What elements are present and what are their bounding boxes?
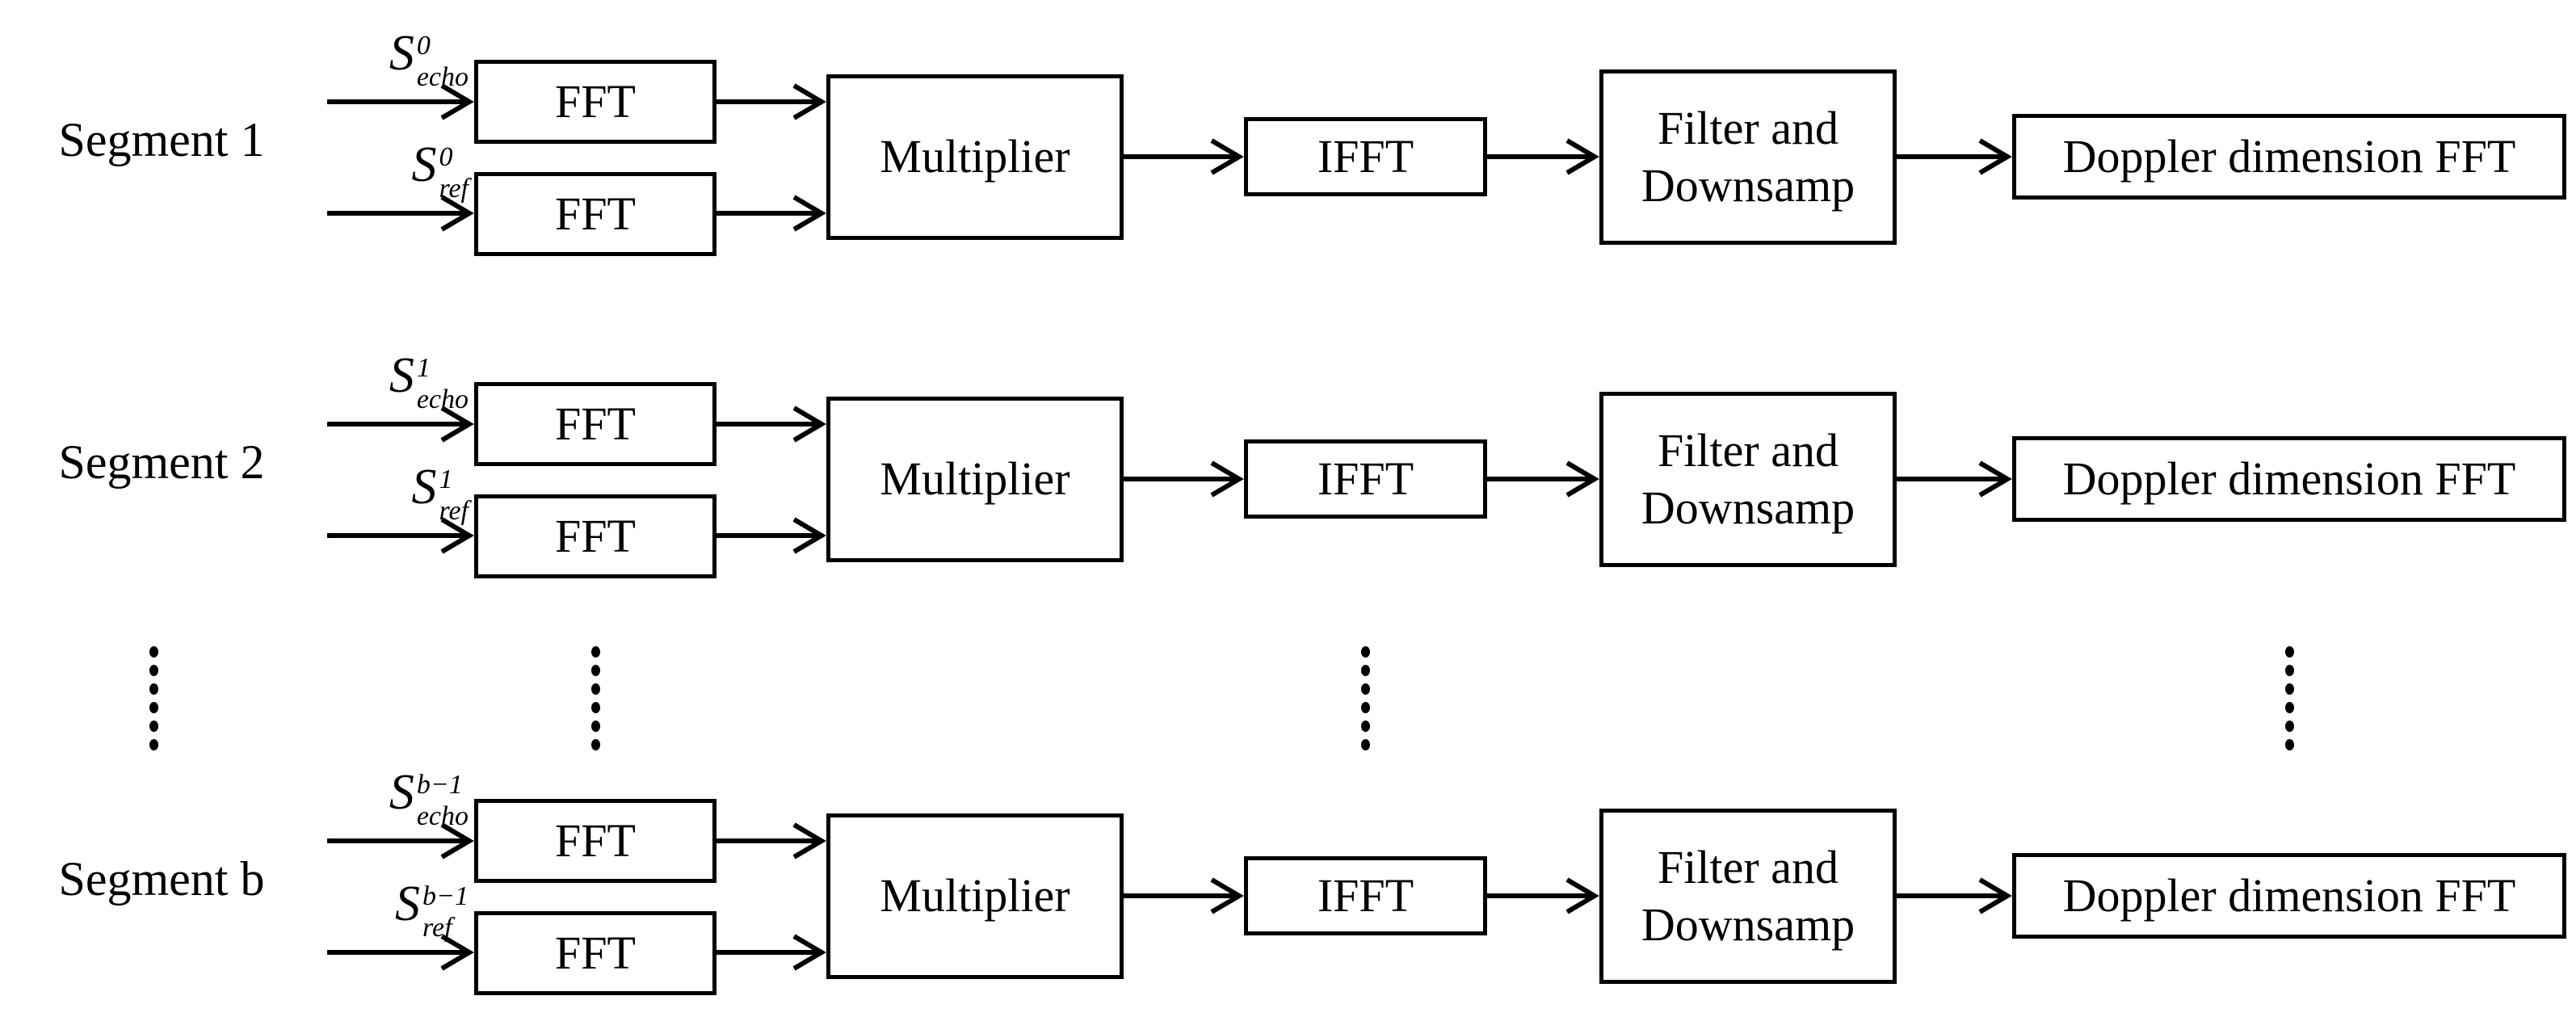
signal-superscript: 1 xyxy=(439,464,453,494)
signal-base: S xyxy=(411,137,437,192)
vertical-ellipsis-segment xyxy=(149,646,158,750)
ifft-box: IFFT xyxy=(1244,856,1487,935)
signal-scripts: b−1 ref xyxy=(422,883,469,942)
signal-subscript: ref xyxy=(439,496,469,526)
ifft-box: IFFT xyxy=(1244,439,1487,519)
segment-row-1: Segment 1 S 0 echo S 0 ref FFT FFT Multi… xyxy=(0,0,2576,275)
doppler-fft-box: Doppler dimension FFT xyxy=(2012,436,2566,522)
signal-label-echo: S b−1 echo xyxy=(323,765,469,830)
fft-box-echo: FFT xyxy=(474,60,716,144)
fft-box-ref: FFT xyxy=(474,911,716,995)
filter-downsample-box: Filter and Downsamp xyxy=(1599,392,1897,567)
filter-line-1: Filter and xyxy=(1658,101,1838,154)
filter-line-1: Filter and xyxy=(1658,423,1838,477)
signal-superscript: 0 xyxy=(416,31,431,61)
signal-label-echo: S 0 echo xyxy=(323,26,469,91)
signal-scripts: b−1 echo xyxy=(417,771,469,830)
filter-line-2: Downsamp xyxy=(1641,481,1855,534)
signal-scripts: 0 echo xyxy=(417,32,469,91)
multiplier-box: Multiplier xyxy=(826,397,1124,562)
segment-label: Segment 2 xyxy=(58,435,265,489)
multiplier-box: Multiplier xyxy=(826,74,1124,240)
vertical-ellipsis-doppler xyxy=(2284,646,2294,750)
filter-downsample-box: Filter and Downsamp xyxy=(1599,809,1897,984)
signal-base: S xyxy=(395,876,421,931)
segment-label: Segment b xyxy=(58,852,265,906)
signal-scripts: 0 ref xyxy=(439,144,469,203)
signal-superscript: b−1 xyxy=(416,770,463,800)
signal-superscript: 0 xyxy=(439,142,453,172)
signal-label-echo: S 1 echo xyxy=(323,348,469,414)
signal-label-ref: S 0 ref xyxy=(323,137,469,203)
signal-base: S xyxy=(411,460,437,515)
signal-subscript: echo xyxy=(416,801,469,831)
doppler-fft-box: Doppler dimension FFT xyxy=(2012,114,2566,200)
segment-row-2: Segment 2 S 1 echo S 1 ref FFT FFT Multi… xyxy=(0,322,2576,597)
filter-line-2: Downsamp xyxy=(1641,158,1855,212)
fft-box-echo: FFT xyxy=(474,799,716,883)
signal-base: S xyxy=(389,26,414,81)
filter-line-2: Downsamp xyxy=(1641,897,1855,951)
ifft-box: IFFT xyxy=(1244,117,1487,196)
signal-label-ref: S 1 ref xyxy=(323,460,469,525)
fft-box-ref: FFT xyxy=(474,172,716,256)
signal-base: S xyxy=(389,765,414,820)
segment-row-b: Segment b S b−1 echo S b−1 ref FFT FFT M… xyxy=(0,739,2576,1014)
filter-line-1: Filter and xyxy=(1658,840,1838,893)
signal-label-ref: S b−1 ref xyxy=(323,876,469,942)
signal-scripts: 1 ref xyxy=(439,466,469,525)
signal-subscript: ref xyxy=(439,174,469,204)
filter-downsample-box: Filter and Downsamp xyxy=(1599,69,1897,245)
fft-box-echo: FFT xyxy=(474,382,716,466)
signal-base: S xyxy=(389,348,414,403)
signal-subscript: echo xyxy=(416,62,469,92)
signal-superscript: b−1 xyxy=(422,881,469,911)
signal-superscript: 1 xyxy=(416,353,431,383)
doppler-fft-box: Doppler dimension FFT xyxy=(2012,853,2566,939)
vertical-ellipsis-fft xyxy=(590,646,600,750)
multiplier-box: Multiplier xyxy=(826,813,1124,979)
signal-subscript: ref xyxy=(422,913,452,943)
signal-scripts: 1 echo xyxy=(417,355,469,414)
vertical-ellipsis-ifft xyxy=(1360,646,1370,750)
signal-subscript: echo xyxy=(416,385,469,414)
fft-box-ref: FFT xyxy=(474,494,716,578)
segment-label: Segment 1 xyxy=(58,113,265,166)
